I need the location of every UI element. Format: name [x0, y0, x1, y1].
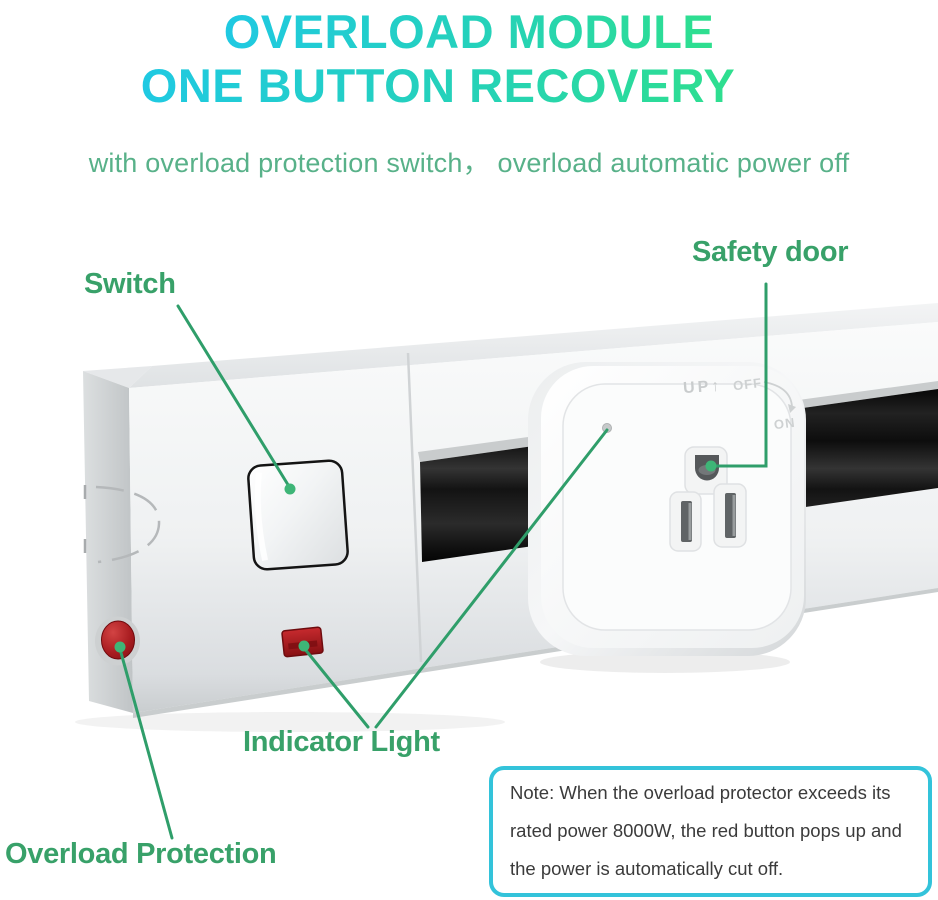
overload-protection-button [95, 616, 140, 666]
slot-right-highlight [732, 495, 736, 536]
note-box: Note: When the overload protector exceed… [489, 766, 932, 897]
callout-lines [118, 282, 768, 840]
power-rail [83, 303, 938, 718]
note-line-3: the power is automatically cut off. [510, 858, 784, 879]
off-on-arrow [763, 381, 793, 408]
callout-dots [114, 460, 717, 653]
socket-module: UP↑ OFF ON [528, 362, 806, 673]
cable-clip-marking [95, 485, 161, 564]
callout-dot-safety-door [705, 460, 717, 472]
socket-module-shadow [540, 651, 790, 673]
note-line-2: rated power 8000W, the red button pops u… [510, 820, 902, 841]
title-row-1: OVERLOAD MODULE [0, 4, 938, 59]
page-title-line1: OVERLOAD MODULE [223, 5, 715, 58]
page-subtitle: with overload protection switch， overloa… [88, 148, 850, 178]
indicator-light-label: Indicator Light [243, 726, 440, 758]
led-dot [602, 423, 612, 433]
on-marking: ON [773, 415, 796, 433]
callout-dot-overload [114, 641, 126, 653]
switch-button-bevel [254, 472, 269, 562]
leader-line-switch [176, 304, 292, 490]
note-line-1: Note: When the overload protector exceed… [510, 782, 891, 803]
rail-top-corner [83, 366, 152, 388]
page-title-line2: ONE BUTTON RECOVERY [140, 59, 736, 112]
leader-line-safety-door [712, 282, 768, 468]
off-on-arrowhead [788, 404, 796, 413]
off-marking: OFF [732, 375, 763, 393]
rail-top-face [129, 303, 938, 388]
up-marking: UP↑ [683, 377, 723, 397]
switch-button [247, 459, 349, 571]
overload-protection-label: Overload Protection [5, 838, 277, 870]
leader-line-indicator-right [374, 428, 609, 729]
slot-left-highlight [688, 503, 692, 540]
switch-label: Switch [84, 268, 176, 300]
overload-button-red-cap [101, 620, 135, 660]
rail-seam [406, 352, 423, 663]
callout-dot-switch [284, 483, 296, 495]
safety-door-label: Safety door [692, 236, 849, 268]
switch-button-face [247, 459, 349, 571]
leader-line-indicator-left [302, 646, 370, 729]
callout-dot-indicator [298, 640, 310, 652]
leader-line-overload [118, 647, 174, 840]
rail-shadow [75, 712, 505, 732]
title-row-2: ONE BUTTON RECOVERY [0, 58, 907, 113]
